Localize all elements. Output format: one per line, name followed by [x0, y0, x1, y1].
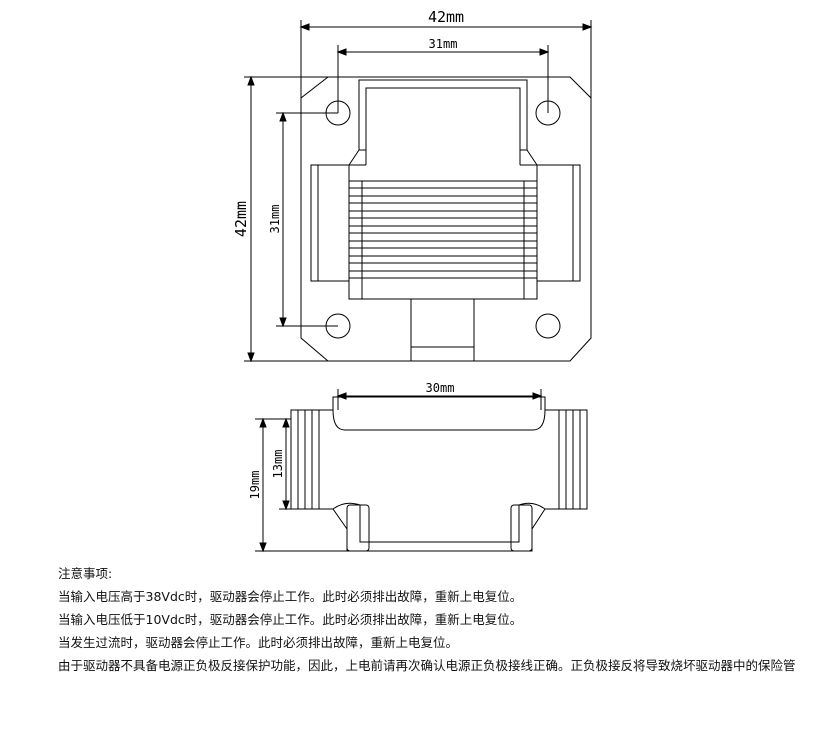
- mount-hole-bottom-right: [535, 313, 561, 339]
- heatsink-outline: [348, 79, 538, 300]
- note-item: 当输入电压高于38Vdc时，驱动器会停止工作。此时必须排出故障，重新上电复位。: [58, 589, 523, 604]
- note-item: 当输入电压低于10Vdc时，驱动器会停止工作。此时必须排出故障，重新上电复位。: [58, 612, 523, 627]
- dim-top-hole-span: [336, 45, 550, 113]
- right-side-block: [536, 164, 581, 282]
- notes-section: 注意事项: 当输入电压高于38Vdc时，驱动器会停止工作。此时必须排出故障，重新…: [58, 562, 818, 677]
- side-foot-left: [346, 504, 370, 552]
- notes-heading: 注意事项:: [58, 566, 113, 581]
- connector-block: [410, 298, 475, 362]
- technical-drawing: 42mm 31mm 42mm 31mm 30mm 19mm 13mm: [232, 8, 593, 553]
- heatsink-fins: [348, 180, 538, 299]
- dim-top-width: [299, 20, 593, 98]
- label-side-inner-height: 13mm: [271, 450, 285, 479]
- top-view: [244, 20, 593, 363]
- label-top-height: 42mm: [232, 201, 250, 237]
- label-top-hole-span: 31mm: [429, 37, 458, 51]
- label-side-height: 19mm: [248, 471, 262, 500]
- label-top-width: 42mm: [428, 8, 464, 26]
- side-view: [255, 389, 588, 553]
- dim-top-height: [244, 75, 328, 363]
- dim-side-height: [255, 417, 347, 553]
- dim-side-length: [336, 389, 543, 410]
- label-side-length: 30mm: [426, 381, 455, 395]
- dim-side-inner-height: [279, 417, 291, 511]
- label-top-hole-vspan: 31mm: [268, 205, 282, 234]
- note-item: 由于驱动器不具备电源正负极反接保护功能，因此，上电前请再次确认电源正负极接线正确…: [58, 658, 796, 673]
- dim-top-hole-vspan: [276, 111, 338, 328]
- side-view-outline: [290, 396, 588, 552]
- top-view-outline: [300, 76, 592, 362]
- left-side-block: [310, 164, 350, 282]
- side-foot-right: [510, 504, 533, 552]
- note-item: 当发生过流时，驱动器会停止工作。此时必须排出故障，重新上电复位。: [58, 635, 459, 650]
